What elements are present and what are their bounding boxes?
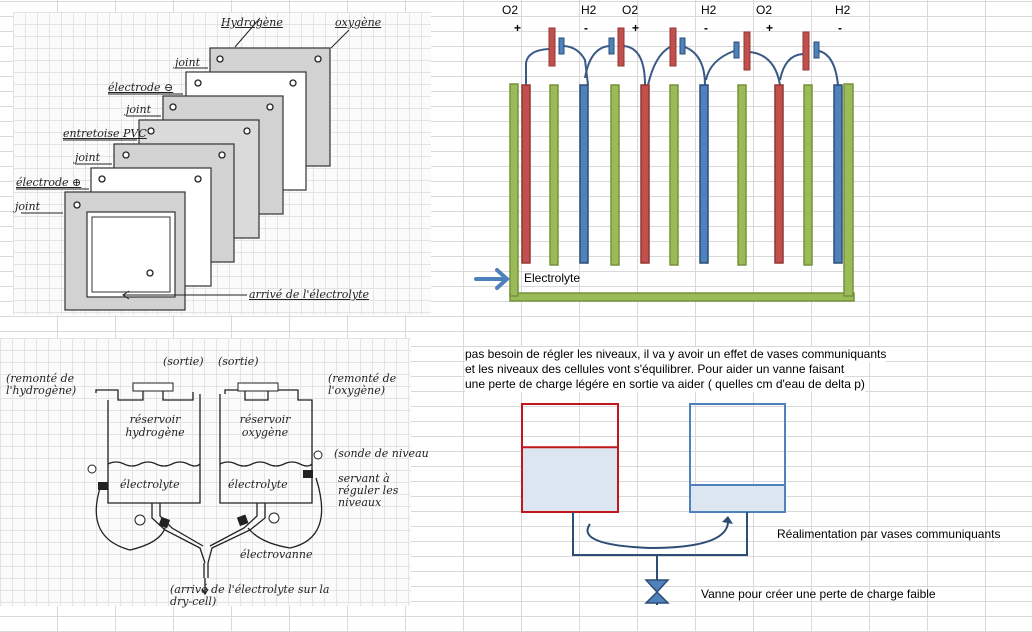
label-oxygen: oxygène [335,16,382,29]
label-reservoir-o2: réservoir oxygène [239,413,291,439]
plate-separator [803,84,813,266]
gas-label-5: O2 [756,3,773,17]
wire [525,48,550,85]
polarity-label-4: - [704,21,708,35]
valve-label: Vanne pour créer une perte de charge fai… [701,587,936,601]
right-vessel [689,403,786,513]
plate-cathode [579,84,589,264]
label-outlet-right: (sortie) [218,355,259,368]
plate-anode [774,84,784,264]
label-joint-2: joint [126,103,152,116]
label-electrode-negative: électrode ⊖ [108,81,174,94]
plate-anode [521,84,531,264]
electrolyte-label: Electrolyte [524,271,581,285]
battery-icon [669,27,686,67]
electrolyte-arrow-icon [474,268,510,290]
wire [584,45,610,79]
plate-cathode [833,84,843,264]
note-line-1: pas besoin de régler les niveaux, il va … [465,347,887,362]
polarity-label-1: + [514,21,522,35]
label-joint-1: joint [175,56,201,69]
label-electrolyte-arrival: (arrivé de l'électrolyte sur la dry-cell… [170,583,330,608]
plate-separator [610,84,620,266]
feed-label: Réalimentation par vases communiquants [777,527,1001,541]
label-joint-3: joint [75,151,101,164]
label-level-probe: (sonde de niveau [334,447,429,460]
polarity-label-3: + [632,21,640,35]
gas-label-3: O2 [622,3,639,17]
gas-label-1: O2 [502,3,519,17]
wire [818,50,839,86]
tank-right-wall [843,83,854,297]
reservoir-sketch: (sortie) (sortie) (remonté de l'hydrogèn… [0,338,429,608]
label-solenoid-valve: électrovanne [240,548,313,561]
gas-label-6: H2 [835,3,851,17]
label-level-probe-purpose: servant à réguler les niveaux [338,472,399,509]
note-line-3: une perte de charge légére en sortie va … [465,377,865,392]
left-vessel [521,403,619,513]
wire [563,45,589,86]
label-oxygen-return: (remonté de l'oxygène) [328,372,397,397]
feed-arrow-icon [586,522,729,550]
wire [705,50,735,81]
plate-separator [549,84,559,266]
valve-icon[interactable] [644,579,670,604]
gas-label-4: H2 [701,3,717,17]
label-hydrogen-return: (remonté de l'hydrogène) [6,372,77,397]
reservoir-drawing [87,382,323,596]
wire [684,46,706,86]
label-spacer-pvc: entretoise PVC [63,127,147,140]
reservoir-h2-lid [95,389,194,401]
label-electrode-positive: électrode ⊕ [16,176,82,189]
wire [623,45,646,86]
label-outlet-left: (sortie) [163,355,204,368]
note-line-2: et les niveaux des cellules vont s'équil… [465,362,845,377]
wire [779,53,804,81]
label-reservoir-h2: réservoir hydrogène [125,413,185,439]
tank-left-wall [509,83,519,297]
wire [749,51,781,86]
plate-cathode [699,84,709,264]
polarity-label-5: + [766,21,774,35]
label-electrolyte-left: électrolyte [120,478,180,491]
label-electrolyte-inlet: arrivé de l'électrolyte [249,288,370,301]
gas-label-2: H2 [581,3,597,17]
polarity-label-2: - [584,21,588,35]
battery-icon [733,31,751,71]
battery-icon [548,27,565,67]
tank-bottom [509,292,855,302]
plate-separator [669,84,679,266]
left-vessel-liquid [522,447,618,512]
right-vessel-liquid [690,485,785,512]
stack-exploded-sketch: Hydrogène oxygène joint électrode ⊖ join… [13,12,431,315]
battery-icon [608,27,625,67]
battery-icon [802,31,820,71]
polarity-label-6: - [838,21,842,35]
label-electrolyte-right: électrolyte [228,478,288,491]
stack-drawing [16,17,350,311]
plate-anode [640,84,650,264]
connecting-pipe [572,512,748,556]
label-hydrogen: Hydrogène [221,16,283,29]
label-joint-4: joint [15,200,41,213]
wire [647,46,671,86]
plate-separator [737,84,747,266]
